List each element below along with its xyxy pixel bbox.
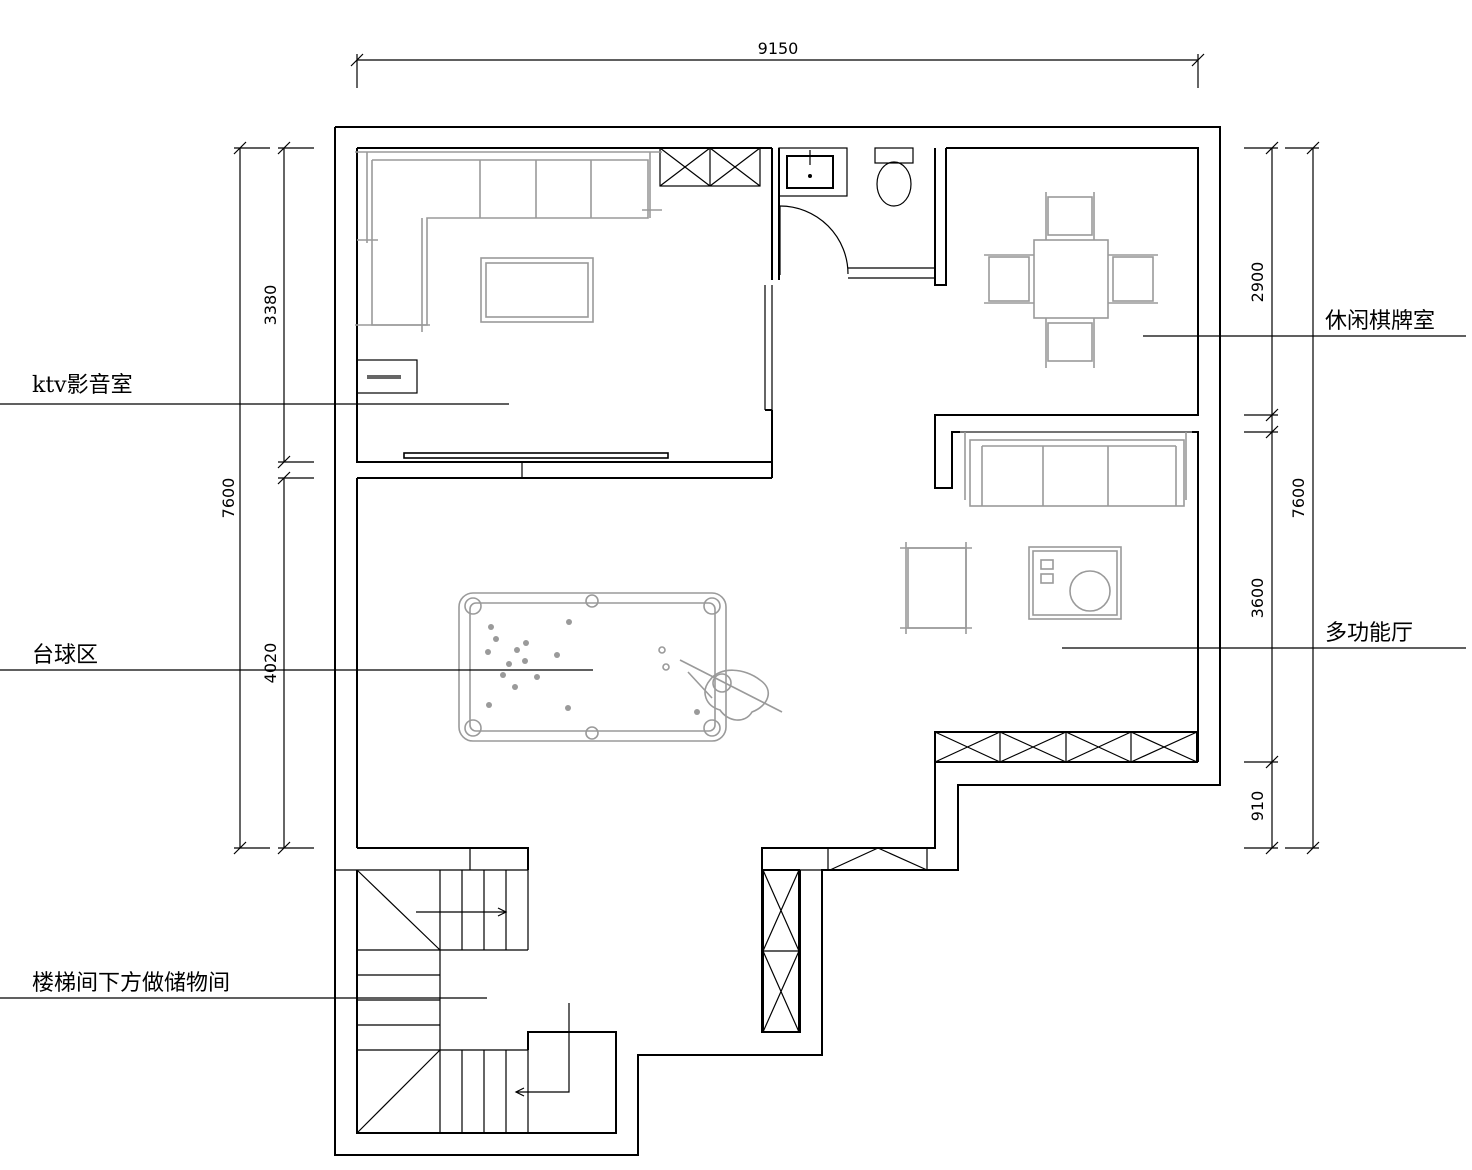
toilet-icon xyxy=(874,147,914,207)
dimension-left: 7600 3380 4020 xyxy=(219,141,314,855)
multi-room-furniture xyxy=(900,431,1192,634)
billiard-table xyxy=(458,592,783,742)
window-bottom xyxy=(829,847,928,871)
label-stair-storage: 楼梯间下方做储物间 xyxy=(32,971,230,996)
dim-left-total-text: 7600 xyxy=(219,478,238,519)
label-ktv-room: ktv影音室 xyxy=(32,373,133,398)
wardrobe-top xyxy=(659,147,761,187)
wardrobe-vertical xyxy=(762,869,800,1033)
dim-right-upper-text: 2900 xyxy=(1248,262,1267,303)
dim-right-total-text: 7600 xyxy=(1289,478,1308,519)
dim-left-upper-text: 3380 xyxy=(261,285,280,326)
player-icon xyxy=(679,659,783,721)
leader-lines xyxy=(0,335,1466,999)
dim-right-lower-text: 910 xyxy=(1248,791,1267,822)
label-billiards-area: 台球区 xyxy=(32,643,98,668)
ktv-furniture xyxy=(355,151,669,459)
label-multi-hall: 多功能厅 xyxy=(1325,621,1413,646)
dimension-right: 2900 3600 910 7600 xyxy=(1244,141,1320,855)
wardrobe-right xyxy=(934,731,1198,763)
dim-left-lower-text: 4020 xyxy=(261,643,280,684)
dimension-top-width: 9150 xyxy=(350,39,1205,88)
dim-right-middle-text: 3600 xyxy=(1248,578,1267,619)
staircase xyxy=(356,869,570,1134)
dim-total-width-text: 9150 xyxy=(758,39,799,58)
label-chess-room: 休闲棋牌室 xyxy=(1325,309,1435,334)
chess-table xyxy=(984,192,1158,368)
bathroom xyxy=(778,147,914,275)
